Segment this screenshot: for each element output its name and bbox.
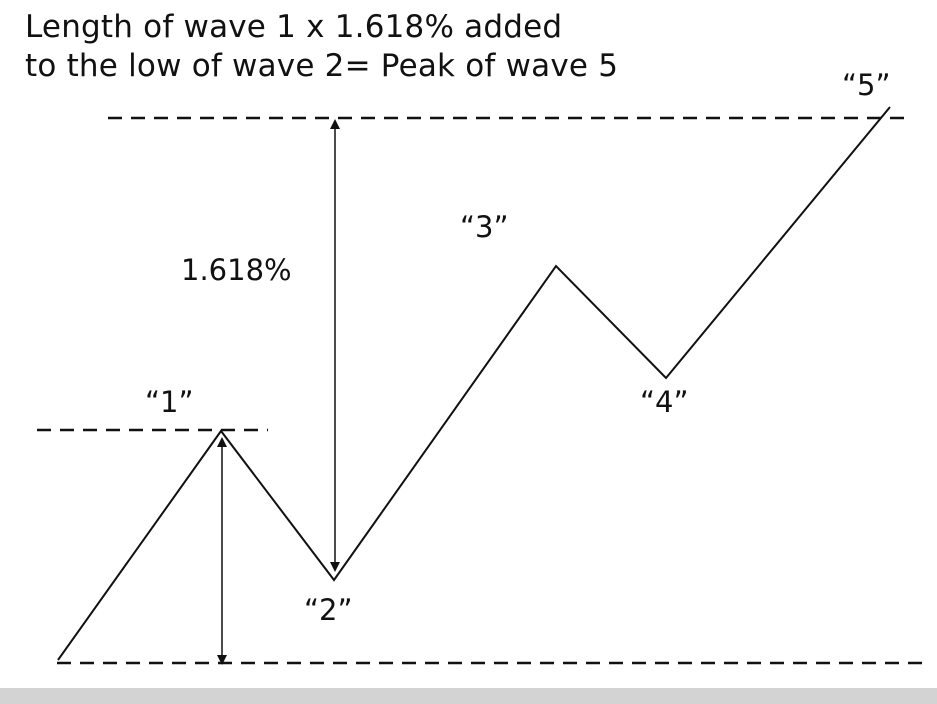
wave-label-5: “5” (842, 68, 891, 102)
wave-label-1: “1” (145, 385, 194, 419)
wave-path (57, 106, 891, 661)
diagram-title: Length of wave 1 x 1.618% added to the l… (25, 8, 618, 86)
footer-bar (0, 688, 937, 704)
title-line-1: Length of wave 1 x 1.618% added (25, 9, 563, 45)
title-line-2: to the low of wave 2= Peak of wave 5 (25, 48, 619, 84)
wave-label-2: “2” (304, 593, 353, 627)
ratio-label: 1.618% (181, 253, 292, 287)
wave-label-4: “4” (640, 385, 689, 419)
wave-label-3: “3” (460, 210, 509, 244)
